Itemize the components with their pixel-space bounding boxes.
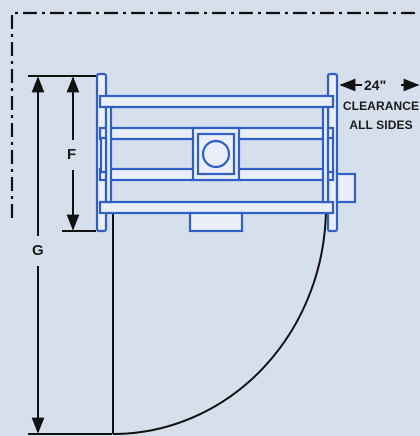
top-rail xyxy=(98,94,335,109)
clearance-line2-label: ALL SIDES xyxy=(349,118,413,132)
pedal-box xyxy=(188,211,244,233)
dimension-g xyxy=(28,75,112,435)
motor-circle xyxy=(201,139,231,169)
dimension-f-label: F xyxy=(67,146,77,163)
bottom-rail xyxy=(98,200,335,215)
right-side-tab xyxy=(326,136,335,174)
clearance-line1-label: CLEARANCE xyxy=(342,99,420,113)
control-box xyxy=(335,172,357,204)
left-side-tab xyxy=(99,136,108,174)
dimension-f xyxy=(62,75,96,232)
door-swing-arc xyxy=(112,206,327,435)
equipment-plan xyxy=(95,72,357,233)
clearance-value-label: 24" xyxy=(364,77,387,93)
door-swing xyxy=(112,206,327,435)
dimension-g-label: G xyxy=(32,242,44,259)
